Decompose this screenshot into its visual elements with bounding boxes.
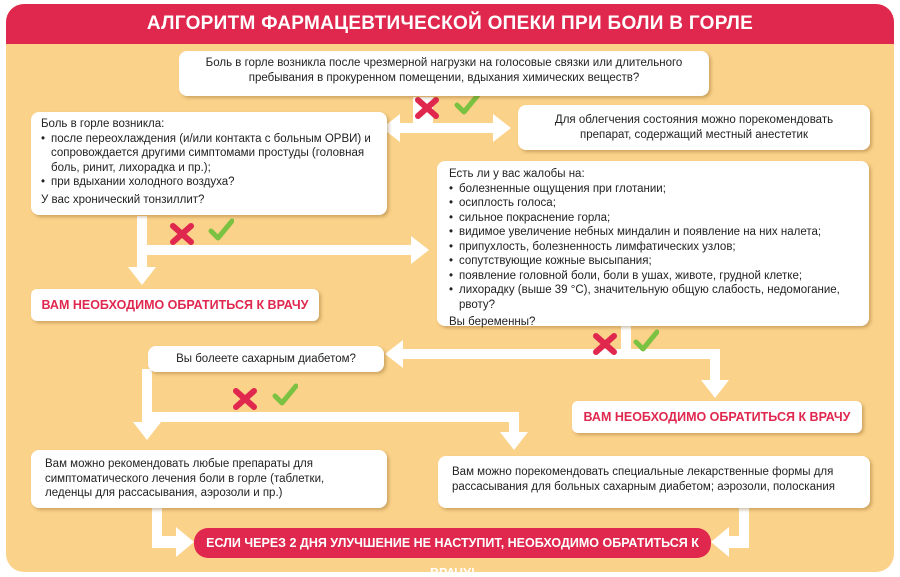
question-complaints-intro: Есть ли у вас жалобы на: xyxy=(449,168,585,180)
list-item: появление головной боли, боли в ушах, жи… xyxy=(449,269,857,284)
complaints-list: болезненные ощущения при глотании; осипл… xyxy=(449,182,857,313)
no-cross-icon xyxy=(170,223,194,245)
list-item: лихорадку (выше 39 °С), значительную общ… xyxy=(449,283,857,312)
question-complaints: Есть ли у вас жалобы на: болезненные ощу… xyxy=(437,161,869,328)
question-diabetes: Вы болеете сахарным диабетом? xyxy=(148,346,384,372)
yes-check-icon xyxy=(272,383,298,406)
cold-symptoms-list: после переохлаждения (и/или контакта с б… xyxy=(41,132,377,190)
list-item: припухлость, болезненность лимфатических… xyxy=(449,240,857,255)
arrow-diabetic-to-final xyxy=(711,508,749,557)
arrow-q2-to-q3 xyxy=(137,232,429,264)
list-item: сопутствующие кожные высыпания; xyxy=(449,254,857,269)
flow-arrows xyxy=(128,97,749,557)
page-title: АЛГОРИТМ ФАРМАЦЕВТИЧЕСКОЙ ОПЕКИ ПРИ БОЛИ… xyxy=(6,4,894,44)
question-tonsillitis: У вас хронический тонзиллит? xyxy=(41,193,205,206)
question-voice-strain: Боль в горле возникла после чрезмерной н… xyxy=(179,51,709,96)
question-pregnant: Вы беременны? xyxy=(449,316,536,328)
no-cross-icon xyxy=(415,97,439,119)
arrow-any-drugs-to-final xyxy=(152,508,194,557)
see-doctor-banner-1: ВАМ НЕОБХОДИМО ОБРАТИТЬСЯ К ВРАЧУ xyxy=(31,289,319,321)
list-item: сильное покраснение горла; xyxy=(449,211,857,226)
list-item: болезненные ощущения при глотании; xyxy=(449,182,857,197)
arrow-q3-to-doctor2 xyxy=(626,349,729,398)
recommend-diabetic-forms: Вам можно порекомендовать специальные ле… xyxy=(438,456,870,508)
see-doctor-banner-2: ВАМ НЕОБХОДИМО ОБРАТИТЬСЯ К ВРАЧУ xyxy=(572,401,862,433)
arrow-q1-to-q2 xyxy=(382,97,423,142)
list-item: осиплость голоса; xyxy=(449,196,857,211)
recommend-anesthetic: Для облегчения состояния можно порекомен… xyxy=(518,105,870,150)
list-item: после переохлаждения (и/или контакта с б… xyxy=(41,132,377,176)
arrow-q4-branch-bar xyxy=(142,412,509,422)
arrow-q4-to-diabetic xyxy=(500,412,528,450)
list-item: при вдыхании холодного воздуха? xyxy=(41,175,377,190)
no-cross-icon xyxy=(233,388,257,410)
no-cross-icon xyxy=(593,333,617,355)
yes-check-icon xyxy=(208,218,234,241)
yes-check-icon xyxy=(633,329,659,352)
arrow-q4-to-any-drugs xyxy=(133,369,161,440)
recommend-any-drugs: Вам можно рекомендовать любые препараты … xyxy=(31,450,387,508)
question-cold-intro: Боль в горле возникла: xyxy=(41,118,165,130)
list-item: видимое увеличение небных миндалин и поя… xyxy=(449,225,857,240)
flowchart-card: АЛГОРИТМ ФАРМАЦЕВТИЧЕСКОЙ ОПЕКИ ПРИ БОЛИ… xyxy=(6,4,894,572)
yes-check-icon xyxy=(454,92,480,115)
arrow-q3-to-q4 xyxy=(385,322,631,368)
question-cold-symptoms: Боль в горле возникла: после переохлажде… xyxy=(31,112,387,215)
arrow-q1-to-anesthetic xyxy=(423,97,511,142)
final-warning-banner: ЕСЛИ ЧЕРЕЗ 2 ДНЯ УЛУЧШЕНИЕ НЕ НАСТУПИТ, … xyxy=(194,528,711,572)
